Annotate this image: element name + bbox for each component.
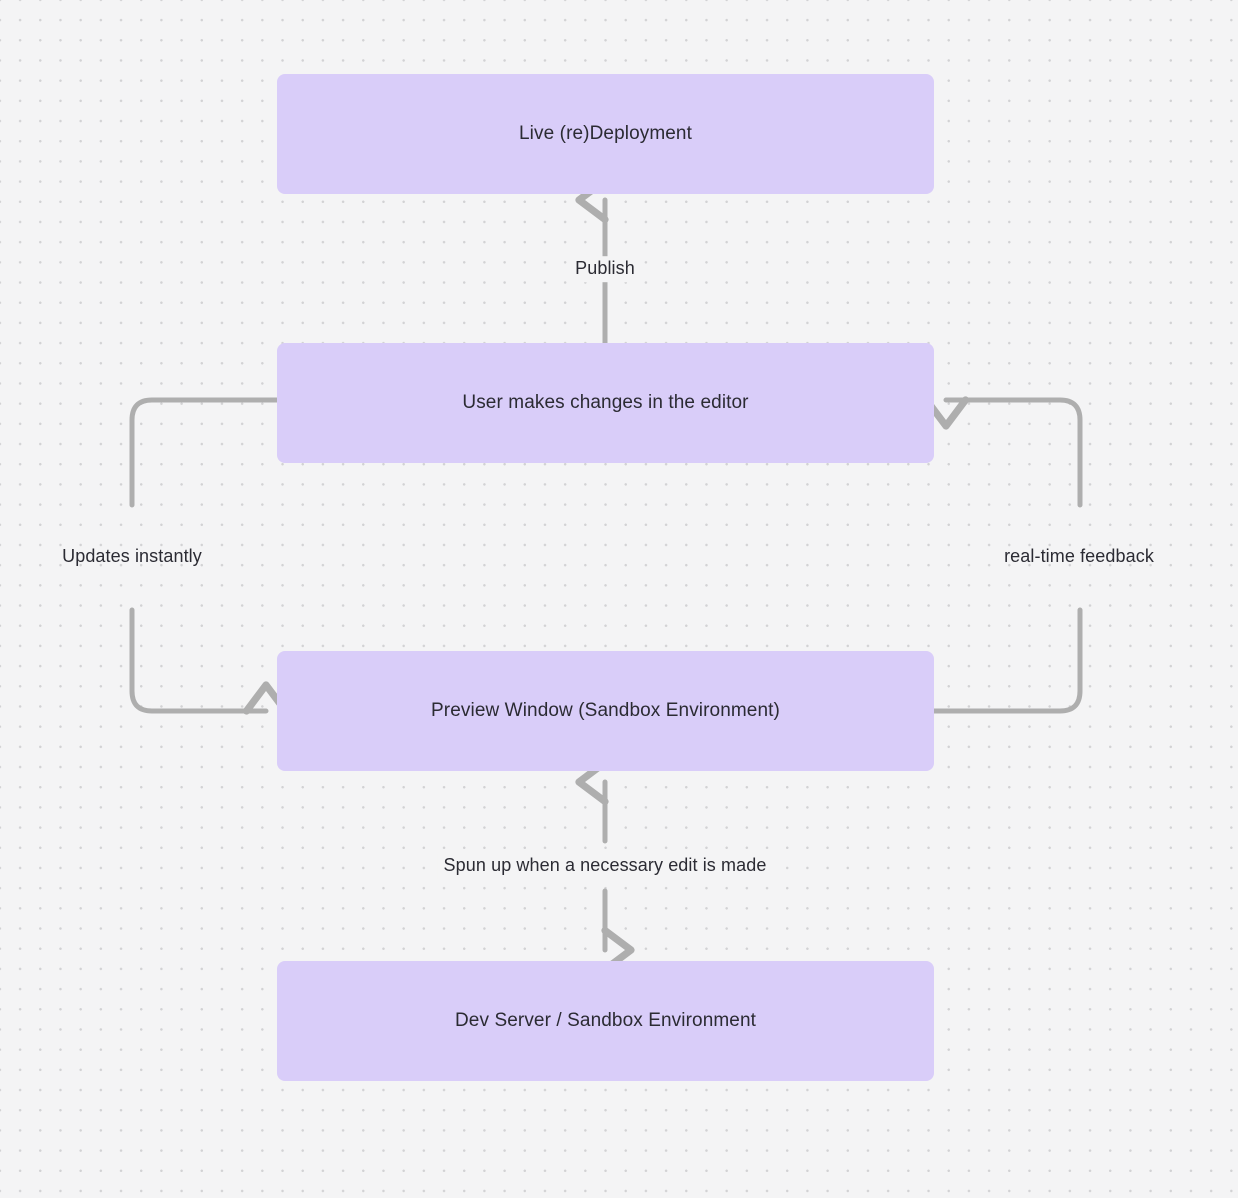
node-label: Preview Window (Sandbox Environment) (431, 699, 780, 721)
node-label: User makes changes in the editor (462, 391, 749, 413)
edge-label-spun-up: Spun up when a necessary edit is made (437, 853, 773, 879)
node-live-deployment[interactable]: Live (re)Deployment (277, 74, 934, 194)
edge-label-real-time-feedback: real-time feedback (1004, 546, 1154, 567)
node-user-edits[interactable]: User makes changes in the editor (277, 343, 934, 463)
edge-label-publish: Publish (569, 256, 641, 282)
node-label: Live (re)Deployment (519, 122, 692, 144)
edge-label-updates-instantly: Updates instantly (62, 546, 202, 567)
node-preview-window[interactable]: Preview Window (Sandbox Environment) (277, 651, 934, 771)
node-label: Dev Server / Sandbox Environment (454, 1009, 756, 1031)
node-dev-server[interactable]: Dev Server / Sandbox Environment (277, 961, 934, 1081)
